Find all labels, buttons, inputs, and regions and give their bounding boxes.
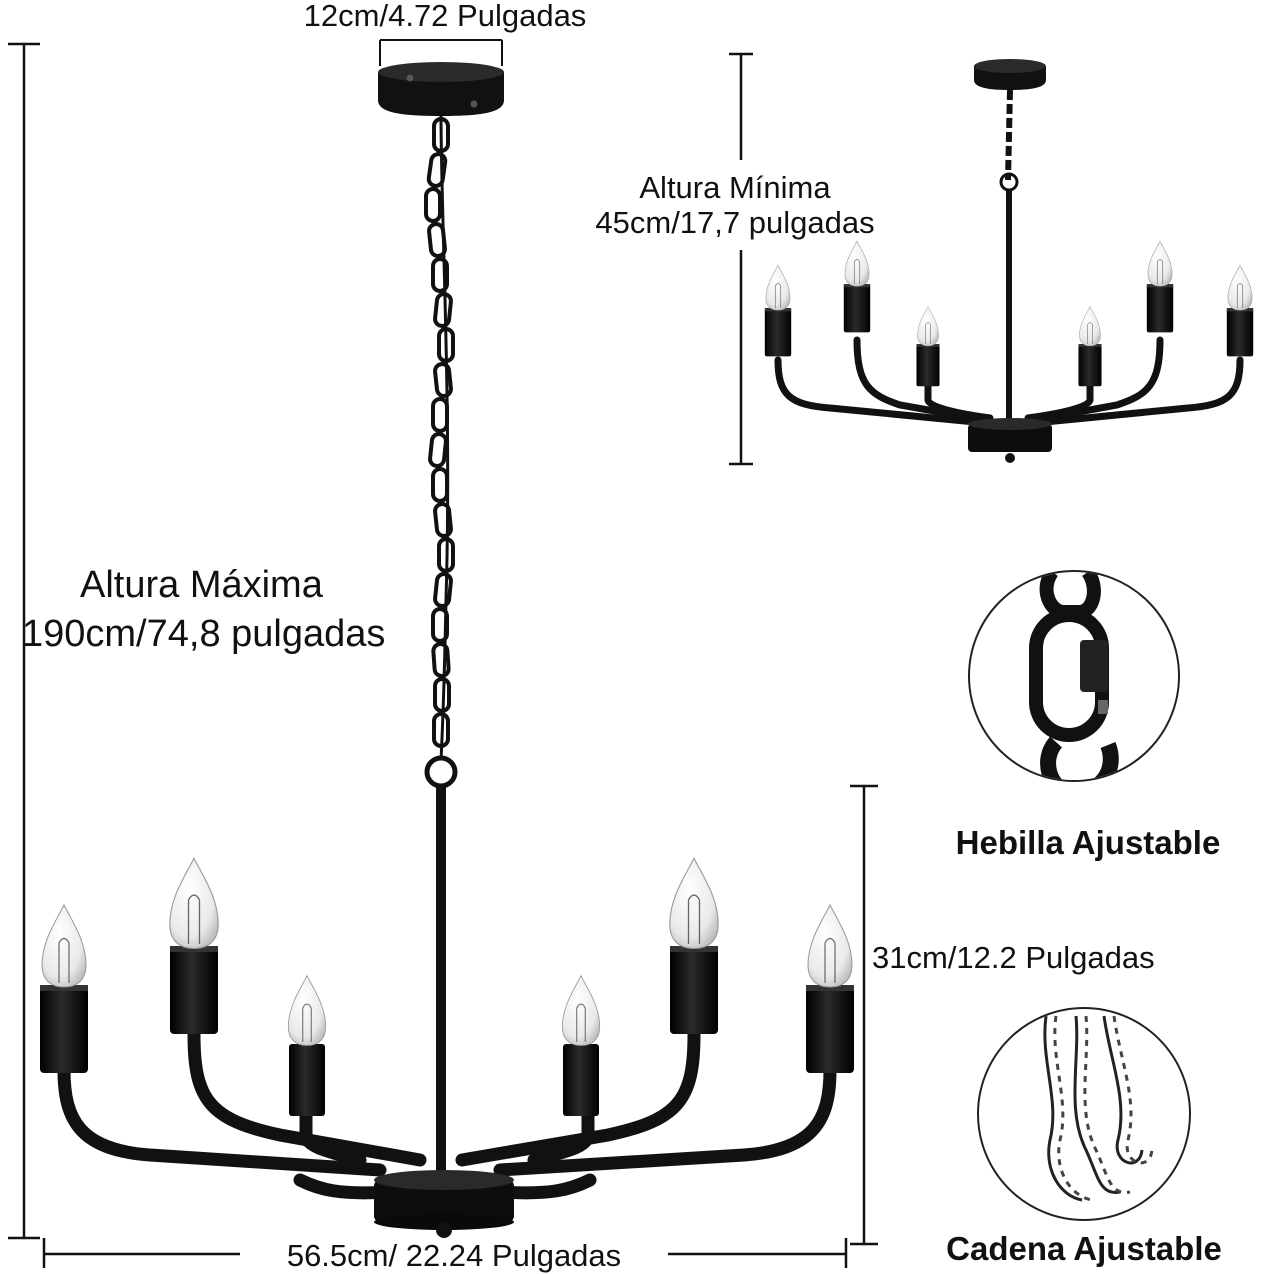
- ceiling-canopy: [378, 62, 504, 116]
- canopy-width-dimension: [379, 39, 503, 66]
- bulb-inner-right: [561, 975, 601, 1116]
- total-width-label: 56.5cm/ 22.24 Pulgadas: [286, 1238, 622, 1273]
- hanging-chain: [424, 99, 458, 789]
- max-height-value: 190cm/74,8 pulgadas: [22, 613, 386, 655]
- buckle-inset: [968, 570, 1180, 782]
- chain-inset: [977, 1007, 1191, 1221]
- bulb-mid-right: [669, 857, 719, 1034]
- center-stem: [436, 786, 446, 1206]
- bulb-mid-left: [169, 857, 219, 1034]
- bulb-outer-right: [806, 904, 854, 1073]
- bulb-inner-left: [287, 975, 327, 1116]
- total-width-dimension: [42, 1238, 848, 1268]
- min-height-value: 45cm/17,7 pulgadas: [595, 205, 875, 240]
- min-height-dimension: [729, 52, 753, 466]
- body-height-label: 31cm/12.2 Pulgadas: [872, 940, 1155, 975]
- canopy-width-label: 12cm/4.72 Pulgadas: [303, 0, 587, 33]
- bulb-outer-left: [40, 904, 88, 1073]
- chandelier-small: [764, 59, 1254, 463]
- center-hub: [374, 1170, 514, 1238]
- body-height-dimension: [850, 784, 878, 1246]
- min-height-title: Altura Mínima: [639, 170, 831, 205]
- max-height-dimension: [8, 42, 40, 1240]
- chain-caption: Cadena Ajustable: [946, 1230, 1222, 1267]
- chandelier-large: [40, 62, 854, 1238]
- max-height-title: Altura Máxima: [80, 564, 323, 606]
- arms: [57, 1028, 837, 1200]
- buckle-caption: Hebilla Ajustable: [955, 824, 1221, 861]
